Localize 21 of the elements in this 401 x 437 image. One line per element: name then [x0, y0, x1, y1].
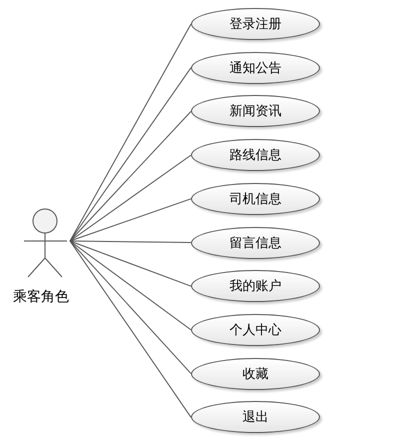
- use-case-ellipse: 我的账户: [191, 270, 320, 302]
- use-case-ellipse: 通知公告: [191, 52, 320, 84]
- use-case-ellipse: 司机信息: [191, 182, 320, 215]
- association-line: [70, 24, 192, 242]
- use-case-ellipse: 退出: [191, 401, 320, 434]
- association-line: [70, 154, 192, 242]
- use-case-ellipse: 个人中心: [191, 314, 320, 346]
- association-line: [70, 240, 192, 330]
- use-case-ellipse: 新闻资讯: [191, 95, 320, 128]
- use-case-ellipse: 登录注册: [191, 8, 320, 40]
- use-case-ellipse: 路线信息: [191, 139, 320, 172]
- use-case-ellipse: 收藏: [191, 358, 320, 390]
- association-line: [70, 198, 192, 242]
- association-line: [70, 240, 192, 243]
- association-line: [70, 110, 192, 242]
- association-line: [70, 240, 192, 418]
- association-line: [70, 67, 192, 242]
- use-case-ellipse: 留言信息: [191, 226, 320, 258]
- association-line: [70, 240, 192, 374]
- actor-label: 乘客角色: [12, 288, 70, 306]
- association-line: [70, 240, 192, 287]
